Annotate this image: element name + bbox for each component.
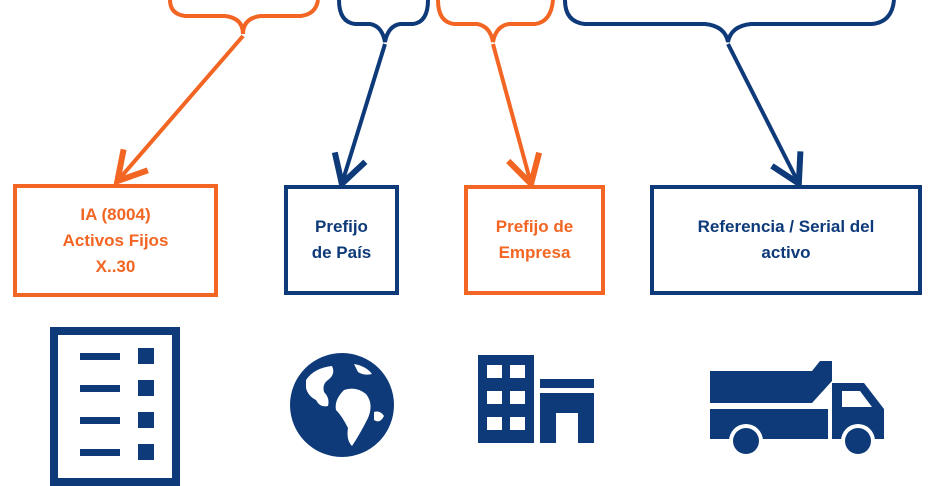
- box-ia-activos-fijos: IA (8004) Activos Fijos X..30: [13, 184, 218, 297]
- arrow-referencia: [726, 43, 804, 189]
- brace-empresa: [436, 0, 555, 43]
- arrow-pais: [331, 43, 387, 190]
- checklist-icon: [50, 327, 180, 486]
- arrow-empresa: [491, 43, 543, 190]
- box-pais-label: Prefijo de País: [311, 217, 372, 262]
- building-icon: [478, 355, 594, 443]
- box-empresa-label: Prefijo de Empresa: [495, 217, 574, 262]
- box-referencia-serial: Referencia / Serial del activo: [650, 185, 922, 295]
- arrow-ia: [113, 34, 245, 186]
- brace-pais: [337, 0, 430, 43]
- box-prefijo-empresa: Prefijo de Empresa: [464, 185, 605, 295]
- box-ia-label: IA (8004) Activos Fijos X..30: [62, 204, 169, 276]
- brace-referencia: [563, 0, 896, 43]
- box-prefijo-pais: Prefijo de País: [284, 185, 399, 295]
- dump-truck-icon: [710, 361, 884, 458]
- box-referencia-label: Referencia / Serial del activo: [697, 217, 875, 262]
- brace-ia: [168, 0, 320, 35]
- globe-icon: [290, 353, 394, 457]
